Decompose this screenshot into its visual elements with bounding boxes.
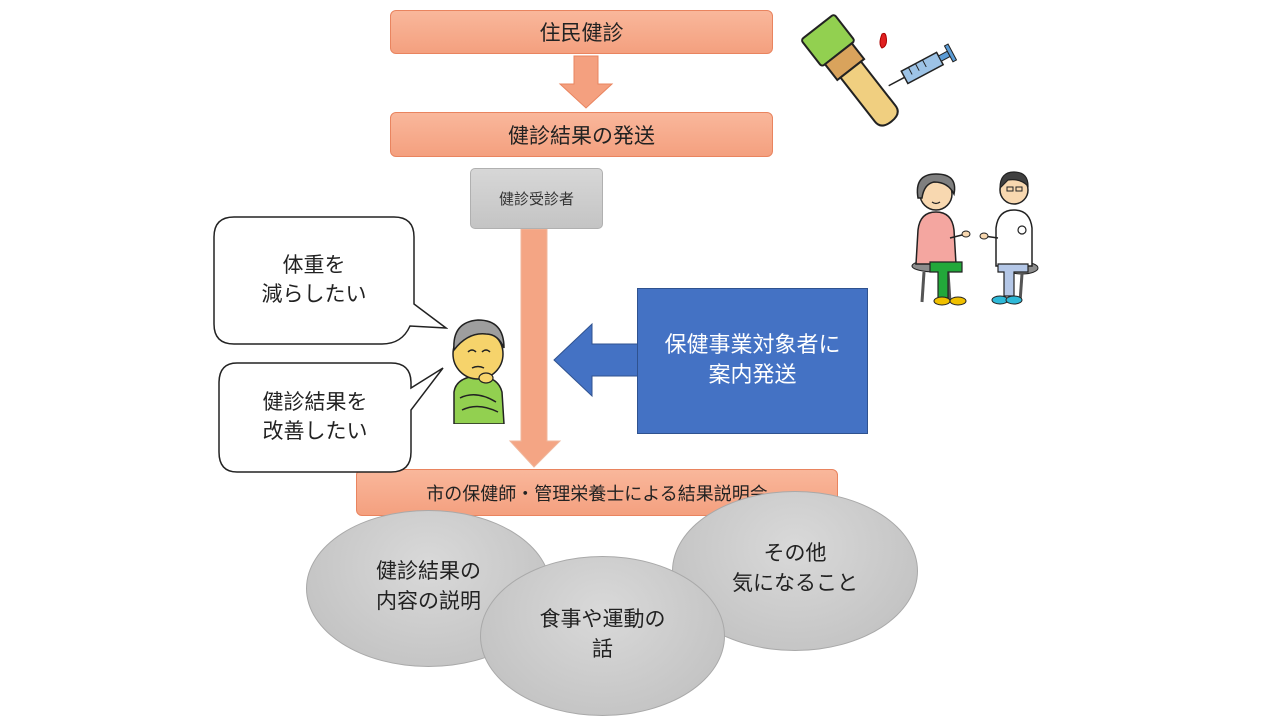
speech-bubble-top-text: 体重を 減らしたい [214,251,414,309]
oval-diet-exercise-text: 食事や運動の 話 [506,604,699,664]
oval-left-line2: 内容の説明 [376,589,481,613]
oval-middle-line2: 話 [592,637,613,661]
oval-other-concerns-text: その他 気になること [700,538,890,598]
speech-bubble-top-line2: 減らしたい [261,282,367,306]
oval-right-line2: 気になること [732,571,858,595]
speech-bubble-top [213,216,448,345]
thinking-man-icon [452,319,505,424]
oval-results-explanation-text: 健診結果の 内容の説明 [336,556,521,616]
oval-middle-line1: 食事や運動の [539,607,666,631]
flow-arrow-long-icon [508,229,562,468]
speech-bubble-bottom-text: 健診結果を 改善したい [219,388,411,446]
notice-box: 保健事業対象者に 案内発送 [637,288,868,434]
flow-step-results-sent: 健診結果の発送 [390,112,773,157]
flow-step-examinees-label: 健診受診者 [498,190,574,208]
flow-step-results-sent-label: 健診結果の発送 [508,123,655,148]
flow-step-results-briefing-label: 市の保健師・管理栄養士による結果説明会 [426,483,768,505]
notice-arrow-left-icon [553,322,641,398]
oval-diet-exercise [480,556,725,716]
speech-bubble-bottom-line2: 改善したい [262,419,368,443]
flow-step-results-briefing: 市の保健師・管理栄養士による結果説明会 [356,469,838,516]
flow-step-health-checkup: 住民健診 [390,10,773,54]
notice-line2: 案内発送 [708,363,797,388]
blood-test-icon [801,14,958,127]
speech-bubble-bottom [218,362,444,473]
oval-left-line1: 健診結果の [376,559,481,583]
oval-right-line1: その他 [763,541,827,565]
speech-bubble-top-line1: 体重を [282,253,346,277]
notice-line1: 保健事業対象者に [664,333,841,358]
flow-step-health-checkup-label: 住民健診 [539,21,624,45]
speech-bubble-bottom-line1: 健診結果を [262,390,368,414]
flow-step-examinees: 健診受診者 [470,168,603,229]
doctor-patient-icon [911,171,1039,306]
flow-arrow-down-icon [558,55,614,109]
